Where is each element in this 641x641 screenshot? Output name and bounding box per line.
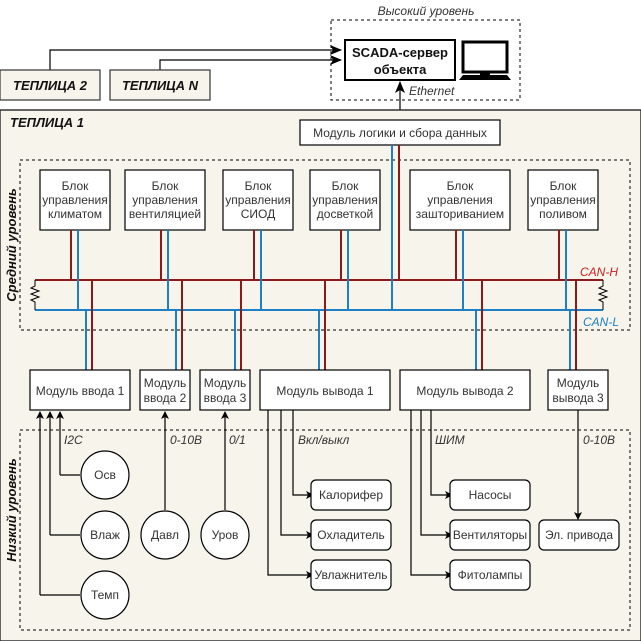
ethernet-label: Ethernet [409,84,455,98]
module-label: Модуль вывода 2 [416,384,514,398]
control-block-label: Блок [550,179,578,193]
control-block-label: Блок [332,179,360,193]
module-output-2[interactable]: Модуль вывода 2 [399,369,531,411]
actuator-phytolamps-label: Фитолампы [458,568,523,582]
sensor-light[interactable]: Осв [80,450,130,500]
actuator-electric-drives[interactable]: Эл. привода [538,519,620,551]
actuator-pumps[interactable]: Насосы [449,479,531,511]
actuator-cooler-label: Охладитель [317,528,384,542]
control-block-label: СИОД [241,207,276,221]
actuator-electric-drives-label: Эл. привода [545,528,613,542]
signal-label-on-off: Вкл/выкл [298,433,350,447]
greenhouse-2-box[interactable]: ТЕПЛИЦА 2 [0,69,101,101]
signal-label-pwm: ШИМ [435,433,465,447]
module-output-1[interactable]: Модуль вывода 1 [259,369,391,411]
low-level-label: Низкий уровень [4,458,19,562]
control-block-label: управления [132,193,197,207]
actuator-fans-label: Вентиляторы [453,528,527,542]
logic-module-box[interactable]: Модуль логики и сбора данных [299,119,501,146]
module-label: Модуль [557,376,600,390]
actuator-humidifier-label: Увлажнитель [315,568,388,582]
control-block-label: Блок [245,179,273,193]
control-block-label: управления [530,193,595,207]
control-block-label: управления [312,193,377,207]
actuator-phytolamps[interactable]: Фитолампы [449,559,531,591]
control-block-label: досветкой [317,207,373,221]
signal-label-0-10v-out: 0-10В [583,433,615,447]
signal-label-0-10v-in: 0-10В [170,433,202,447]
fans-wire [420,410,453,539]
actuator-fans[interactable]: Вентиляторы [449,519,531,551]
sensor-level[interactable]: Уров [200,510,250,560]
greenhouse2-link [49,45,342,70]
signal-label-0-1: 0/1 [229,433,246,447]
greenhouse-n-label: ТЕПЛИЦА N [122,78,199,93]
control-block-label: климатом [48,207,102,221]
module-label: Модуль вывода 1 [276,384,374,398]
middle-level-label: Средний уровень [4,188,19,302]
control-block-label: поливом [539,207,587,221]
control-block-label: зашториванием [416,207,504,221]
logic-module-label: Модуль логики и сбора данных [313,126,487,140]
control-block-label: Блок [447,179,475,193]
can-h-label: CAN-H [580,265,618,279]
scada-server-line1: SCADA-сервер [352,45,448,60]
actuator-cooler[interactable]: Охладитель [310,519,392,551]
actuator-humidifier[interactable]: Увлажнитель [310,559,392,591]
signal-label-i2c: I2C [64,433,83,447]
module-label: Модуль [204,376,247,390]
actuator-pumps-label: Насосы [469,488,512,502]
sensor-temperature[interactable]: Темп [80,570,130,620]
sensor-humidity[interactable]: Влаж [80,510,130,560]
module-label: вывода 3 [552,391,604,405]
control-block-label: управления [427,193,492,207]
pumps-wire [430,410,453,499]
greenhouse-n-box[interactable]: ТЕПЛИЦА N [109,69,211,101]
control-block-label: вентиляцией [129,207,201,221]
humidifier-wire [267,410,314,579]
scada-server-box[interactable]: SCADA-сервер объекта [344,39,456,81]
module-label: Модуль [144,376,187,390]
high-level-label: Высокий уровень [378,4,475,18]
actuator-heater-label: Калорифер [319,488,383,502]
sensor-level-label: Уров [212,528,239,542]
module-label: ввода 3 [204,391,247,405]
module-label: ввода 2 [144,391,187,405]
actuator-heater[interactable]: Калорифер [310,479,392,511]
sensor-humidity-label: Влаж [90,528,120,542]
heater-wire [292,410,314,499]
module-input-1[interactable]: Модуль ввода 1 [29,369,131,411]
terminator-resistor-right-icon [597,280,609,310]
control-block-label: Блок [62,179,90,193]
control-block-label: управления [42,193,107,207]
sensor-light-label: Осв [94,468,116,482]
sensor-temperature-label: Темп [91,588,119,602]
sensor-pressure[interactable]: Давл [140,510,190,560]
phytolamps-wire [410,410,453,579]
greenhouseN-link [159,55,342,70]
greenhouse-2-label: ТЕПЛИЦА 2 [13,78,88,93]
cooler-wire [280,410,314,539]
monitor-icon [459,40,511,80]
can-l-label: CAN-L [583,315,619,329]
low-level-area [19,429,631,631]
scada-server-line2: объекта [374,62,427,77]
control-block-label: управления [225,193,290,207]
greenhouse-1-title: ТЕПЛИЦА 1 [10,115,84,130]
module-label: Модуль ввода 1 [36,384,125,398]
control-block-label: Блок [152,179,180,193]
sensor-pressure-label: Давл [151,528,179,542]
terminator-resistor-left-icon [29,280,41,310]
